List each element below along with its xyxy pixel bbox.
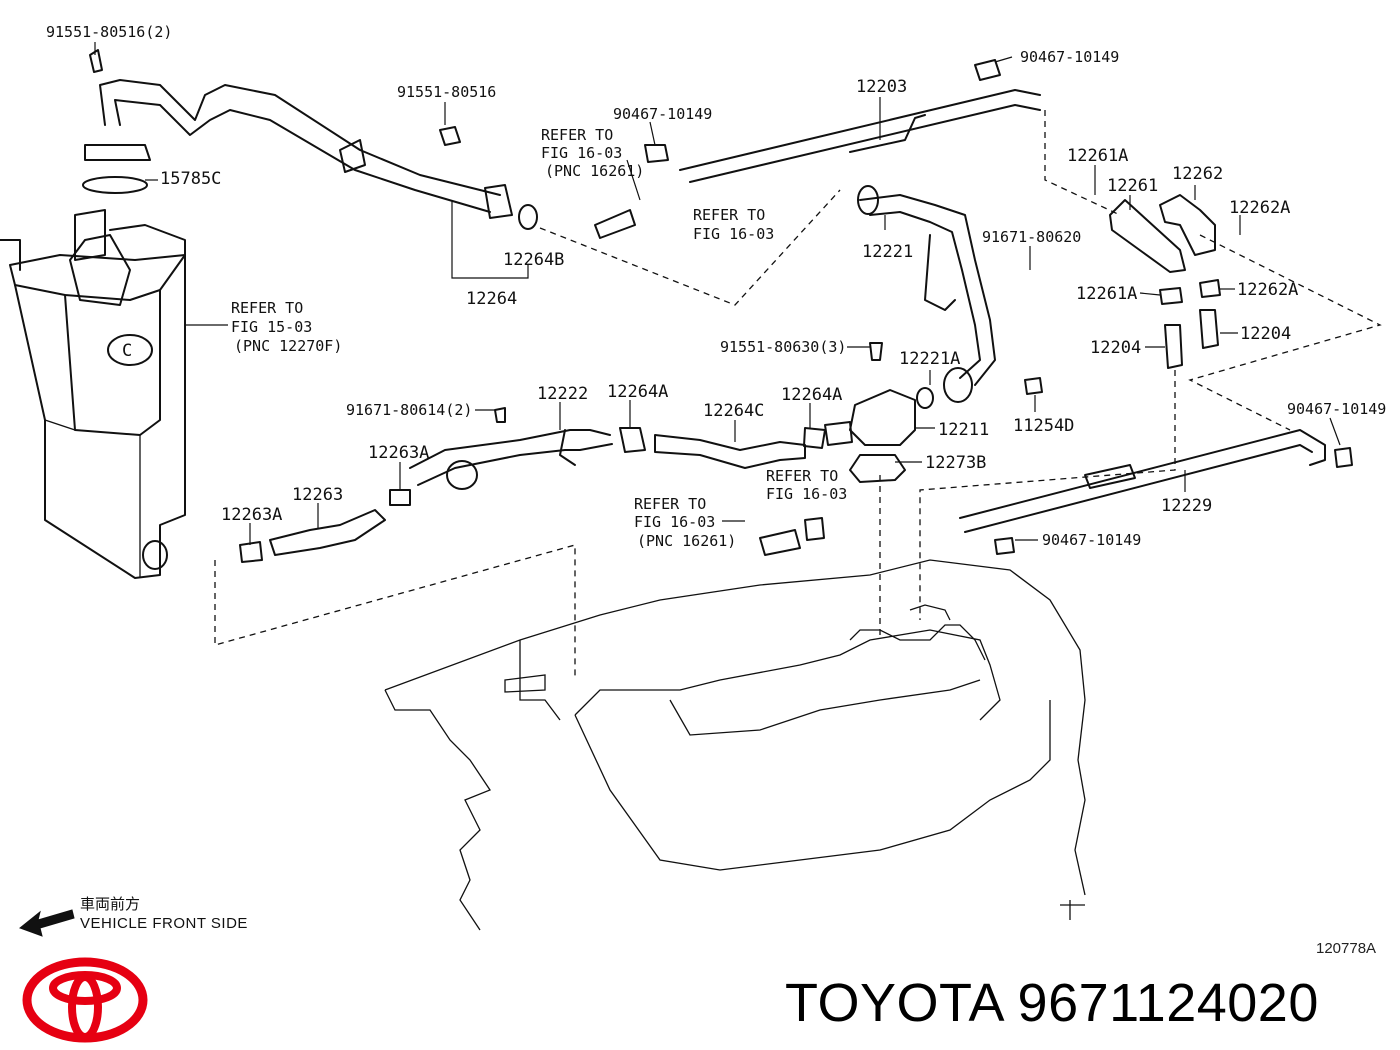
part-label: 90467-10149 xyxy=(1042,531,1141,549)
lower-hoses xyxy=(239,407,826,563)
pipe-12203 xyxy=(594,59,1041,239)
part-label: 12262A xyxy=(1237,280,1298,300)
part-label: 12264A xyxy=(781,385,842,405)
part-label: 12261 xyxy=(1107,176,1158,196)
pipe-12229 xyxy=(959,429,1353,555)
svg-text:REFER TO: REFER TO xyxy=(231,299,303,317)
reference-note: REFER TO FIG 16-03 xyxy=(693,206,774,243)
front-arrow-icon xyxy=(18,909,75,937)
part-label: 12263 xyxy=(292,485,343,505)
svg-text:REFER TO: REFER TO xyxy=(766,467,838,485)
part-label: 12229 xyxy=(1161,496,1212,516)
reference-note: REFER TO FIG 16-03 (PNC 16261) xyxy=(541,126,644,180)
svg-text:FIG 15-03: FIG 15-03 xyxy=(231,318,312,336)
hose-12264 xyxy=(82,49,538,230)
reference-note: REFER TO FIG 15-03 (PNC 12270F) xyxy=(231,299,342,355)
svg-text:(PNC 16261): (PNC 16261) xyxy=(545,162,644,180)
part-label: 91551-80516(2) xyxy=(46,23,172,41)
part-label: 12221A xyxy=(899,349,960,369)
part-label: 12264 xyxy=(466,289,517,309)
part-label: 90467-10149 xyxy=(1287,400,1386,418)
svg-text:FIG 16-03: FIG 16-03 xyxy=(693,225,774,243)
part-label: 12264C xyxy=(703,401,764,421)
svg-text:FIG 16-03: FIG 16-03 xyxy=(634,513,715,531)
part-label: 91671-80620 xyxy=(982,228,1081,246)
reference-note: REFER TO FIG 16-03 xyxy=(766,467,847,503)
hose-12221 xyxy=(857,185,996,403)
part-label: 12273B xyxy=(925,453,986,473)
part-label: 12263A xyxy=(368,443,429,463)
part-label: 12261A xyxy=(1067,146,1128,166)
part-label: 12221 xyxy=(862,242,913,262)
reference-notes: REFER TO FIG 16-03 (PNC 16261) REFER TO … xyxy=(231,126,847,550)
part-label: 15785C xyxy=(160,169,221,189)
svg-text:(PNC 12270F): (PNC 12270F) xyxy=(234,337,342,355)
svg-text:REFER TO: REFER TO xyxy=(634,495,706,513)
part-labels: 91551-80516(2) 91551-80516 15785C 12264B… xyxy=(46,23,1386,549)
part-label: 12204 xyxy=(1090,338,1141,358)
part-label: 90467-10149 xyxy=(1020,48,1119,66)
brand-part-number: TOYOTA 9671124020 xyxy=(785,973,1319,1033)
part-label: 91551-80516 xyxy=(397,83,496,101)
hoses-12261-12262 xyxy=(1109,194,1221,369)
svg-text:REFER TO: REFER TO xyxy=(693,206,765,224)
leader-lines xyxy=(94,42,1341,545)
part-label: 11254D xyxy=(1013,416,1074,436)
svg-text:REFER TO: REFER TO xyxy=(541,126,613,144)
toyota-logo-icon xyxy=(22,957,148,1043)
svg-text:C: C xyxy=(122,341,132,361)
part-label: 12264B xyxy=(503,250,564,270)
svg-text:FIG 16-03: FIG 16-03 xyxy=(766,485,847,503)
part-label: 12203 xyxy=(856,77,907,97)
part-label: 12204 xyxy=(1240,324,1291,344)
engine-block-outline xyxy=(384,559,1086,931)
part-label: 12262 xyxy=(1172,164,1223,184)
figure-code: 120778A xyxy=(1316,940,1377,957)
vehicle-front-label-en: VEHICLE FRONT SIDE xyxy=(80,915,248,932)
part-label: 12262A xyxy=(1229,198,1290,218)
part-label: 12264A xyxy=(607,382,668,402)
reference-note: REFER TO FIG 16-03 (PNC 16261) xyxy=(634,495,736,550)
svg-text:FIG 16-03: FIG 16-03 xyxy=(541,144,622,162)
dashed-connection-lines xyxy=(214,110,1382,680)
vehicle-front-label-jp: 車両前方 xyxy=(80,895,141,913)
water-outlet-12211 xyxy=(824,342,1043,483)
part-label: 12222 xyxy=(537,384,588,404)
svg-text:(PNC 16261): (PNC 16261) xyxy=(637,532,736,550)
part-label: 91551-80630(3) xyxy=(720,338,846,356)
part-label: 91671-80614(2) xyxy=(346,401,472,419)
part-label: 90467-10149 xyxy=(613,105,712,123)
part-label: 12261A xyxy=(1076,284,1137,304)
part-label: 12263A xyxy=(221,505,282,525)
reservoir-tank: C xyxy=(0,209,186,579)
part-label: 12211 xyxy=(938,420,989,440)
